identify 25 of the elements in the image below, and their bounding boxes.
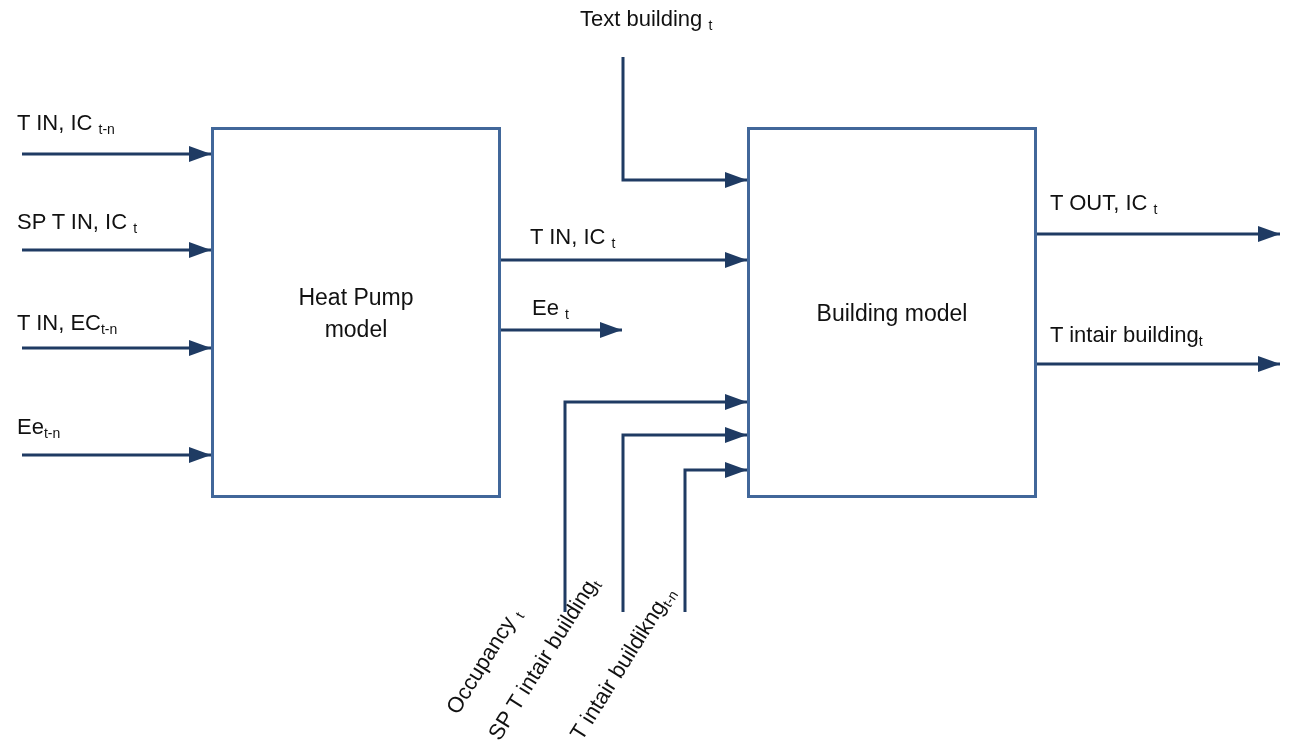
arrow: [621, 427, 747, 612]
arrow: [22, 340, 211, 356]
edge-label: Text building $_{t}$: [580, 6, 713, 35]
model-block: [211, 127, 501, 498]
edge-label: T intair building$_{t}$: [1050, 322, 1203, 351]
edge-label: T IN, EC$_{t-n}$: [17, 310, 118, 339]
arrow: [22, 242, 211, 258]
edge-label: T OUT, IC $_{t}$: [1050, 190, 1158, 219]
arrow: [501, 252, 747, 268]
edge-label: T IN, IC $_{t}$: [530, 224, 616, 253]
block-title: Building model: [816, 298, 968, 328]
edge-label: SP T IN, IC $_{t}$: [17, 209, 138, 238]
arrow: [621, 57, 747, 188]
model-block: [747, 127, 1037, 498]
edge-label: Ee $_{t}$: [532, 295, 569, 324]
arrow: [1037, 226, 1280, 242]
edge-label: Ee$_{t-n}$: [17, 414, 61, 443]
edge-label: T IN, IC $_{t-n}$: [17, 110, 115, 139]
arrow: [683, 462, 747, 612]
arrow: [22, 447, 211, 463]
arrow: [22, 146, 211, 162]
arrow: [1037, 356, 1280, 372]
block-title: Heat Pump model: [297, 282, 415, 344]
arrow: [501, 322, 622, 338]
arrow: [563, 394, 747, 612]
